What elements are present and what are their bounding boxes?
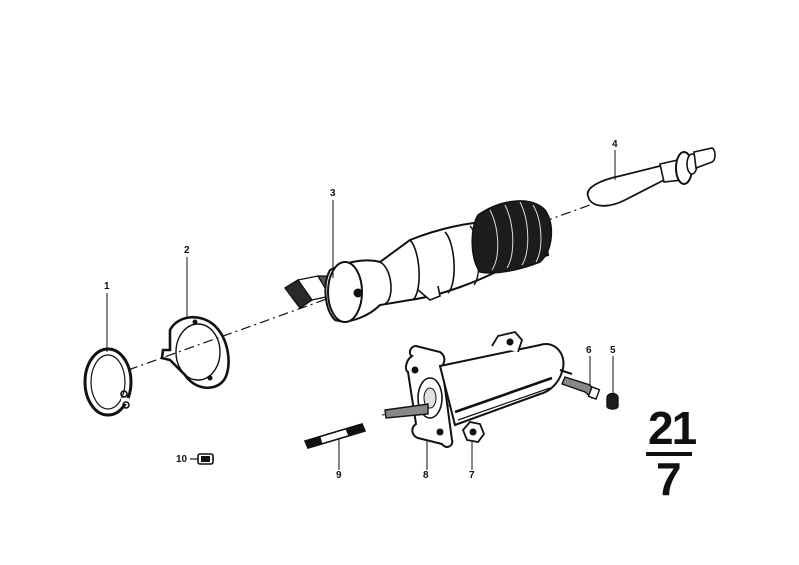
callout-2: 2 [184, 245, 190, 256]
callout-5: 5 [610, 345, 616, 356]
callout-9: 9 [336, 470, 342, 481]
part-9-stud [303, 423, 367, 449]
part-2-shim-plate [160, 316, 230, 389]
part-8-master-cylinder [384, 330, 573, 448]
group-number-bottom: 7 [656, 453, 682, 505]
callout-3: 3 [330, 188, 336, 199]
callout-1: 1 [104, 281, 110, 292]
part-6-bleeder-screw [561, 376, 601, 400]
part-7-nut [461, 421, 486, 443]
group-number-top: 21 [648, 402, 697, 454]
callout-7: 7 [469, 470, 475, 481]
part-3-slave-cylinder [283, 200, 553, 323]
callout-8: 8 [423, 470, 429, 481]
callout-4: 4 [612, 139, 618, 150]
group-number-divider [646, 452, 692, 456]
part-5-dust-cap [606, 392, 619, 410]
callout-6: 6 [586, 345, 592, 356]
part-10-symbol [190, 453, 214, 465]
callout-10: 10 [176, 454, 188, 465]
part-1-circlip [83, 347, 133, 417]
part-4-push-rod [586, 147, 716, 207]
